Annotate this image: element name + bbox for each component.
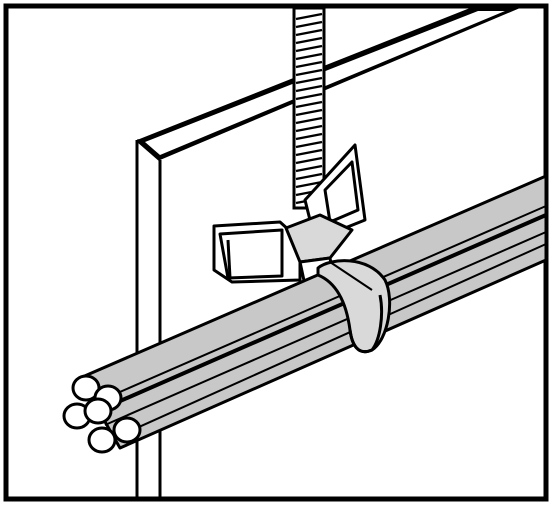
cable-bundle-icon — [62, 174, 548, 454]
thread-line — [295, 180, 323, 189]
thread-line — [295, 92, 323, 101]
cable-tie-mount-clip-icon — [212, 143, 367, 292]
thread-line — [295, 44, 323, 53]
thread-line — [295, 172, 323, 181]
cable-end — [87, 426, 117, 454]
thread-line — [295, 132, 323, 141]
cable-ends — [62, 374, 142, 454]
thread-line — [295, 124, 323, 133]
thread-line — [295, 108, 323, 117]
thread-line — [295, 76, 323, 85]
thread-line — [295, 156, 323, 165]
thread-line — [295, 60, 323, 69]
thread-line — [295, 12, 323, 21]
thread-line — [295, 28, 323, 37]
thread-line — [295, 100, 323, 109]
threaded-rod-icon — [292, 6, 326, 210]
thread-line — [295, 36, 323, 45]
thread-line — [295, 84, 323, 93]
cable-tie-strap-icon — [316, 259, 392, 354]
thread-line — [295, 164, 323, 173]
thread-line — [295, 68, 323, 77]
thread-line — [295, 140, 323, 149]
thread-line — [295, 20, 323, 29]
cable-end — [112, 416, 142, 444]
thread-line — [295, 52, 323, 61]
thread-line — [295, 116, 323, 125]
cable-end — [83, 397, 113, 425]
thread-line — [295, 148, 323, 157]
